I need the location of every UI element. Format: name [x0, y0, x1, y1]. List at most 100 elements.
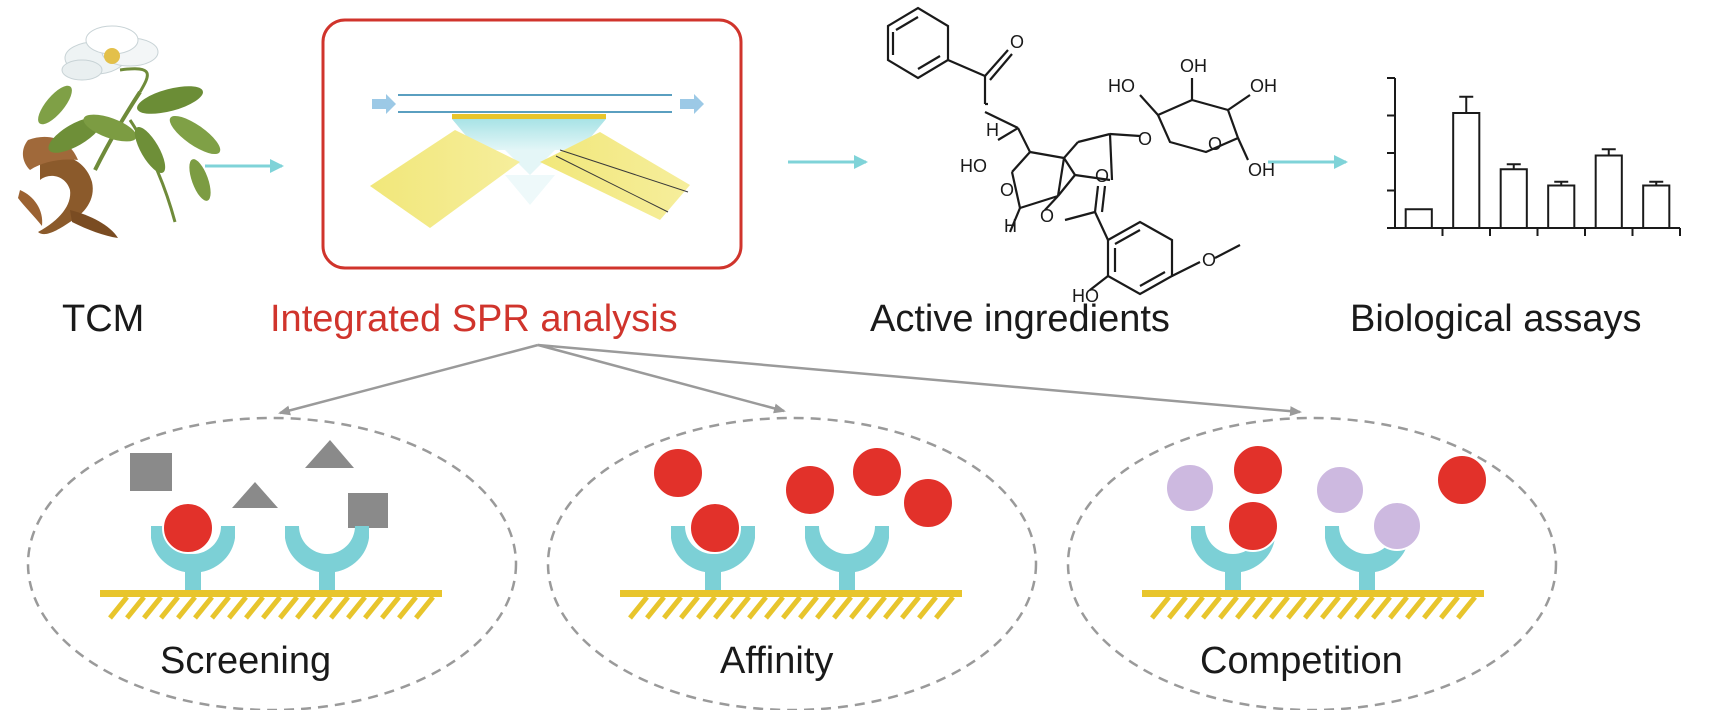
- flow-in-icon: [372, 94, 396, 114]
- svg-text:OH: OH: [1180, 56, 1207, 76]
- surface-hatch: [1456, 595, 1477, 620]
- ligand-red: [162, 502, 214, 554]
- surface-hatch: [1422, 595, 1443, 620]
- surface-hatch: [125, 595, 146, 620]
- step-label-assays: Biological assays: [1350, 298, 1642, 340]
- molecule-labels: O O OH HO OH O O OH H HO O O H O HO O: [960, 32, 1277, 306]
- surface-hatch: [1218, 595, 1239, 620]
- panel-label-competition: Competition: [1200, 640, 1403, 682]
- bar: [1642, 184, 1671, 229]
- svg-text:O: O: [1202, 250, 1216, 270]
- ligand-layer: [162, 444, 1488, 554]
- svg-text:H: H: [1004, 216, 1017, 236]
- surface-hatch: [414, 595, 435, 620]
- spr-frame: [321, 18, 743, 270]
- receptor-layer: [100, 526, 1484, 620]
- surface-hatch: [1439, 595, 1460, 620]
- surface-hatch: [1201, 595, 1222, 620]
- receptor: [805, 526, 889, 590]
- surface-hatch: [883, 595, 904, 620]
- surface-hatch: [747, 595, 768, 620]
- ligand-red: [851, 446, 903, 498]
- ligand-red: [689, 502, 741, 554]
- ligand-purple: [1315, 465, 1365, 515]
- ligand-red: [902, 477, 954, 529]
- receptor: [671, 526, 755, 590]
- panel-label-screening: Screening: [160, 640, 332, 682]
- surface-hatch: [244, 595, 265, 620]
- step-label-spr: Integrated SPR analysis: [270, 298, 678, 340]
- surface-hatch: [261, 595, 282, 620]
- surface-hatch: [866, 595, 887, 620]
- herb-illustration: [18, 25, 221, 238]
- surface-hatch: [142, 595, 163, 620]
- surface-hatch: [176, 595, 197, 620]
- surface-hatch: [1184, 595, 1205, 620]
- surface-hatch: [329, 595, 350, 620]
- svg-text:HO: HO: [1072, 286, 1099, 306]
- flow-out-icon: [680, 94, 704, 114]
- surface-hatch: [900, 595, 921, 620]
- molecule-structure: [886, 6, 1251, 296]
- surface-hatch: [278, 595, 299, 620]
- ligand-red: [784, 464, 836, 516]
- svg-text:O: O: [1010, 32, 1024, 52]
- svg-text:O: O: [1040, 206, 1054, 226]
- surface-hatch: [832, 595, 853, 620]
- surface-hatch: [210, 595, 231, 620]
- surface-hatch: [380, 595, 401, 620]
- surface-hatch: [1150, 595, 1171, 620]
- assay-bar-chart: [1387, 77, 1681, 236]
- surface-hatch: [1354, 595, 1375, 620]
- surface-hatch: [312, 595, 333, 620]
- surface-hatch: [696, 595, 717, 620]
- surface-hatch: [662, 595, 683, 620]
- svg-text:OH: OH: [1250, 76, 1277, 96]
- surface-hatch: [1167, 595, 1188, 620]
- surface-hatch: [917, 595, 938, 620]
- surface-hatch: [1337, 595, 1358, 620]
- surface-hatch: [645, 595, 666, 620]
- surface-hatch: [764, 595, 785, 620]
- spr-illustration: [321, 18, 743, 270]
- surface-hatch: [1405, 595, 1426, 620]
- surface-hatch: [346, 595, 367, 620]
- square-ligand: [130, 453, 172, 491]
- surface: [100, 590, 442, 597]
- ligand-red: [1232, 444, 1284, 496]
- bar: [1594, 154, 1623, 229]
- pointer-arrows: [278, 343, 1302, 417]
- surface-hatch: [849, 595, 870, 620]
- step-label-tcm: TCM: [62, 298, 145, 340]
- receptor: [1325, 526, 1409, 590]
- surface-hatch: [1286, 595, 1307, 620]
- surface-hatch: [798, 595, 819, 620]
- surface-hatch: [1303, 595, 1324, 620]
- surface-hatch: [159, 595, 180, 620]
- bar: [1404, 208, 1433, 229]
- surface-hatch: [1388, 595, 1409, 620]
- ligand-purple: [1165, 463, 1215, 513]
- receptor: [151, 526, 235, 590]
- ligand-purple: [1372, 501, 1422, 551]
- surface-hatch: [781, 595, 802, 620]
- surface-hatch: [730, 595, 751, 620]
- surface-hatch: [679, 595, 700, 620]
- surface-hatch: [1269, 595, 1290, 620]
- surface-hatch: [295, 595, 316, 620]
- square-ligand: [348, 493, 388, 528]
- bar: [1547, 184, 1576, 229]
- triangle-ligand: [232, 482, 278, 508]
- surface-hatch: [1371, 595, 1392, 620]
- surface-hatch: [227, 595, 248, 620]
- receptor: [285, 526, 369, 590]
- bar: [1499, 168, 1528, 229]
- ligand-red: [1227, 500, 1279, 552]
- surface-hatch: [108, 595, 129, 620]
- panel-label-affinity: Affinity: [720, 640, 834, 682]
- svg-text:O: O: [1138, 129, 1152, 149]
- receptor: [1191, 526, 1275, 590]
- svg-text:HO: HO: [1108, 76, 1135, 96]
- surface-hatch: [193, 595, 214, 620]
